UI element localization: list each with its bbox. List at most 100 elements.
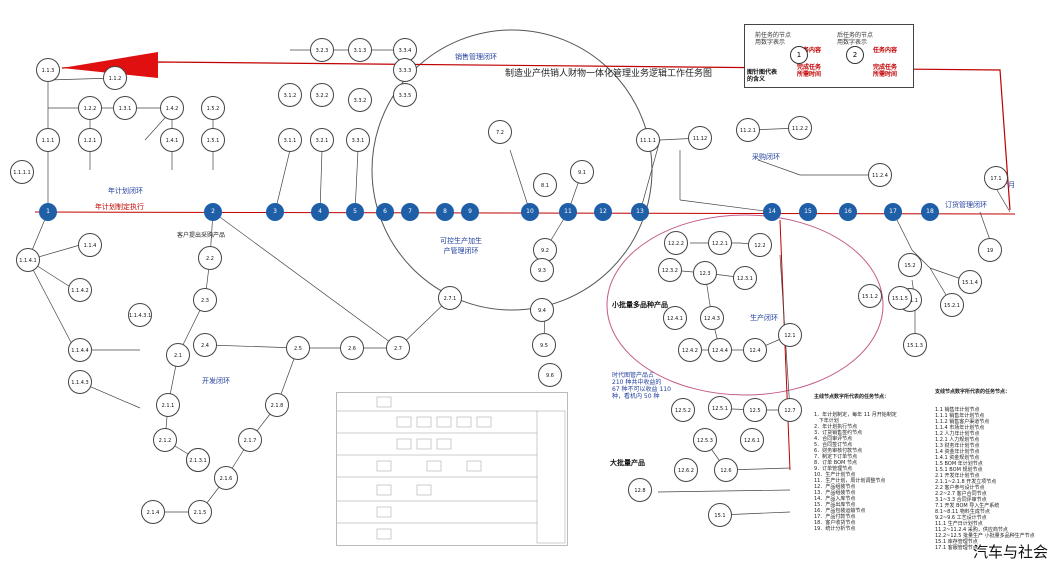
- label-customer-purchase: 客户提出采购产品: [177, 232, 226, 239]
- page-title: 制造业产供销人财物一体化管理业务逻辑工作任务图: [505, 69, 713, 79]
- main-node-list-item: 2．年计划执行节点: [814, 424, 858, 430]
- branch-node-list-item: 1.2 人力年计划节点: [935, 431, 980, 437]
- label-circle-note: 时代图管产品占 210 种共中收益的 67 种不可以收益 110 种，看机内 5…: [612, 372, 671, 400]
- main-node-list-item: 3．订货销售签约节点: [814, 430, 863, 436]
- sub-node-17-1: 17.1: [984, 166, 1008, 190]
- sub-node-2-7-1: 2.7.1: [438, 286, 462, 310]
- sub-node-15-1-4: 15.1.4: [958, 270, 982, 294]
- sub-node-1-1-4-3-1: 1.1.4.3.1: [128, 303, 152, 327]
- main-node-14: 14: [763, 203, 781, 221]
- branch-node-list-item: 1.4.1 资金规划节点: [935, 455, 980, 461]
- sub-node-2-2: 2.2: [198, 246, 222, 270]
- label-small-batch: 小批量多品种产品: [612, 301, 668, 309]
- branch-node-list-item: 12.2~12.5 批量生产 小批量多品种生产节点: [935, 533, 1035, 539]
- main-node-list-item: 19．统计分析节点: [814, 526, 856, 532]
- sub-node-2-6: 2.6: [340, 336, 364, 360]
- sub-node-3-3-1: 3.3.1: [346, 128, 370, 152]
- sub-node-2-7: 2.7: [386, 336, 410, 360]
- main-node-9: 9: [461, 203, 479, 221]
- sub-node-1-1-4: 1.1.4: [78, 233, 102, 257]
- main-node-5: 5: [346, 203, 364, 221]
- sub-node-1-4-2: 1.4.2: [160, 96, 184, 120]
- main-node-list-item: 12．产品组装节点: [814, 484, 856, 490]
- pink-circle-small-batch: [606, 214, 884, 396]
- legend-red-a: 完成任务: [797, 64, 822, 71]
- legend-row1-left2: 用数字表示: [755, 39, 786, 46]
- label-order-loop: 订货管理闭环: [945, 201, 987, 209]
- legend-node-a: 1: [790, 46, 808, 64]
- main-node-3: 3: [266, 203, 284, 221]
- branch-node-list-item: 1.1.1 销售年计划节点: [935, 413, 985, 419]
- main-node-list-item: 16．产品包装运输节点: [814, 508, 866, 514]
- main-node-list-item: 17．产品付款节点: [814, 514, 856, 520]
- sub-node-3-1-3: 3.1.3: [348, 38, 372, 62]
- branch-node-list-item: 8.1~8.11 物料生成节点: [935, 509, 990, 515]
- branch-node-list-item: 2.2~2.7 客户合同节点: [935, 491, 987, 497]
- sub-node-12-6-2: 12.6.2: [674, 458, 698, 482]
- main-node-17: 17: [884, 203, 902, 221]
- sub-node-3-3-3: 3.3.3: [393, 58, 417, 82]
- main-node-list-item: 14．产品入库节点: [814, 496, 856, 502]
- main-node-list-item: 6．财务审核付款节点: [814, 448, 863, 454]
- label-annual-task: 年计划制定执行: [95, 203, 144, 211]
- main-node-15: 15: [799, 203, 817, 221]
- main-node-list: 主线节点数字所代表的任务节点： 1．年计划制定，每年 11 月开始制定 下年计划…: [814, 382, 897, 544]
- sub-node-3-1-1: 3.1.1: [278, 128, 302, 152]
- sub-node-3-3-2: 3.3.2: [348, 88, 372, 112]
- sub-node-12-5: 12.5: [743, 398, 767, 422]
- sub-node-1-1-4-3: 1.1.4.3: [68, 370, 92, 394]
- sub-node-3-1-2: 3.1.2: [278, 83, 302, 107]
- sub-node-15-1: 15.1: [708, 503, 732, 527]
- sub-node-12-5-1: 12.5.1: [708, 396, 732, 420]
- sub-node-3-2-1: 3.2.1: [310, 128, 334, 152]
- legend-row1-right: 后任务的节点: [837, 32, 874, 39]
- red-arrow-head: [62, 52, 158, 78]
- main-node-list-item: 9．订单管理节点: [814, 466, 853, 472]
- sub-node-9-3: 9.3: [530, 258, 554, 282]
- main-node-11: 11: [559, 203, 577, 221]
- sub-node-2-1-1: 2.1.1: [156, 393, 180, 417]
- sub-node-1-1-4-4: 1.1.4.4: [68, 338, 92, 362]
- legend-arrow-a: 任务内容: [797, 47, 822, 54]
- branch-node-list-item: 1.3 财务年计划节点: [935, 443, 980, 449]
- main-node-18: 18: [921, 203, 939, 221]
- watermark: 汽车与社会: [972, 543, 1048, 561]
- sub-node-2-1-4: 2.1.4: [141, 500, 165, 524]
- label-sales-loop: 销售管理闭环: [455, 53, 497, 61]
- label-large-batch: 大批量产品: [610, 459, 645, 467]
- sub-node-12-7: 12.7: [778, 398, 802, 422]
- sub-node-15-1-5: 15.1.5: [888, 286, 912, 310]
- legend-red-b2: 所需时间: [873, 71, 898, 78]
- main-node-list-item: 1．年计划制定，每年 11 月开始制定: [814, 412, 897, 418]
- main-node-7: 7: [401, 203, 419, 221]
- branch-node-list-item: 2.1 开发年计划节点: [935, 473, 980, 479]
- legend-red-a2: 所需时间: [797, 71, 822, 78]
- sub-node-12-5-3: 12.5.3: [693, 428, 717, 452]
- legend-row1-left: 前任务的节点: [755, 32, 792, 39]
- sub-node-3-3-5: 3.3.5: [393, 83, 417, 107]
- sub-node-12-2-1: 12.2.1: [708, 231, 732, 255]
- branch-node-list-item: 9.2~9.6 工艺设计节点: [935, 515, 987, 521]
- sub-node-12-4-4: 12.4.4: [708, 338, 732, 362]
- branch-node-list-item: 1.1 销售年计划节点: [935, 407, 980, 413]
- label-dev-loop: 开发闭环: [202, 377, 230, 385]
- sub-node-2-1-5: 2.1.5: [188, 500, 212, 524]
- main-node-list-item: 10．生产计划节点: [814, 472, 856, 478]
- sub-node-19: 19: [978, 238, 1002, 262]
- main-node-6: 6: [376, 203, 394, 221]
- branch-node-list-item: 1.5.1 BOM 规划节点: [935, 467, 983, 473]
- sub-node-2-5: 2.5: [286, 336, 310, 360]
- branch-node-list-item: 3.1~3.3 合同评审节点: [935, 497, 987, 503]
- main-node-list-item: 18．客户收货节点: [814, 520, 856, 526]
- sub-node-9-4: 9.4: [530, 298, 554, 322]
- sub-node-12-2: 12.2: [748, 233, 772, 257]
- branch-node-list-item: 1.2.1 人力规划节点: [935, 437, 980, 443]
- sub-node-2-3: 2.3: [193, 288, 217, 312]
- branch-node-list-item: 17.1 客服管理节点: [935, 545, 978, 551]
- sub-node-15-1-3: 15.1.3: [903, 333, 927, 357]
- sub-node-12-3: 12.3: [693, 261, 717, 285]
- branch-node-list-item: 1.1.4 市场年计划节点: [935, 425, 985, 431]
- sub-node-9-5: 9.5: [532, 333, 556, 357]
- sub-node-12-3-1: 12.3.1: [733, 266, 757, 290]
